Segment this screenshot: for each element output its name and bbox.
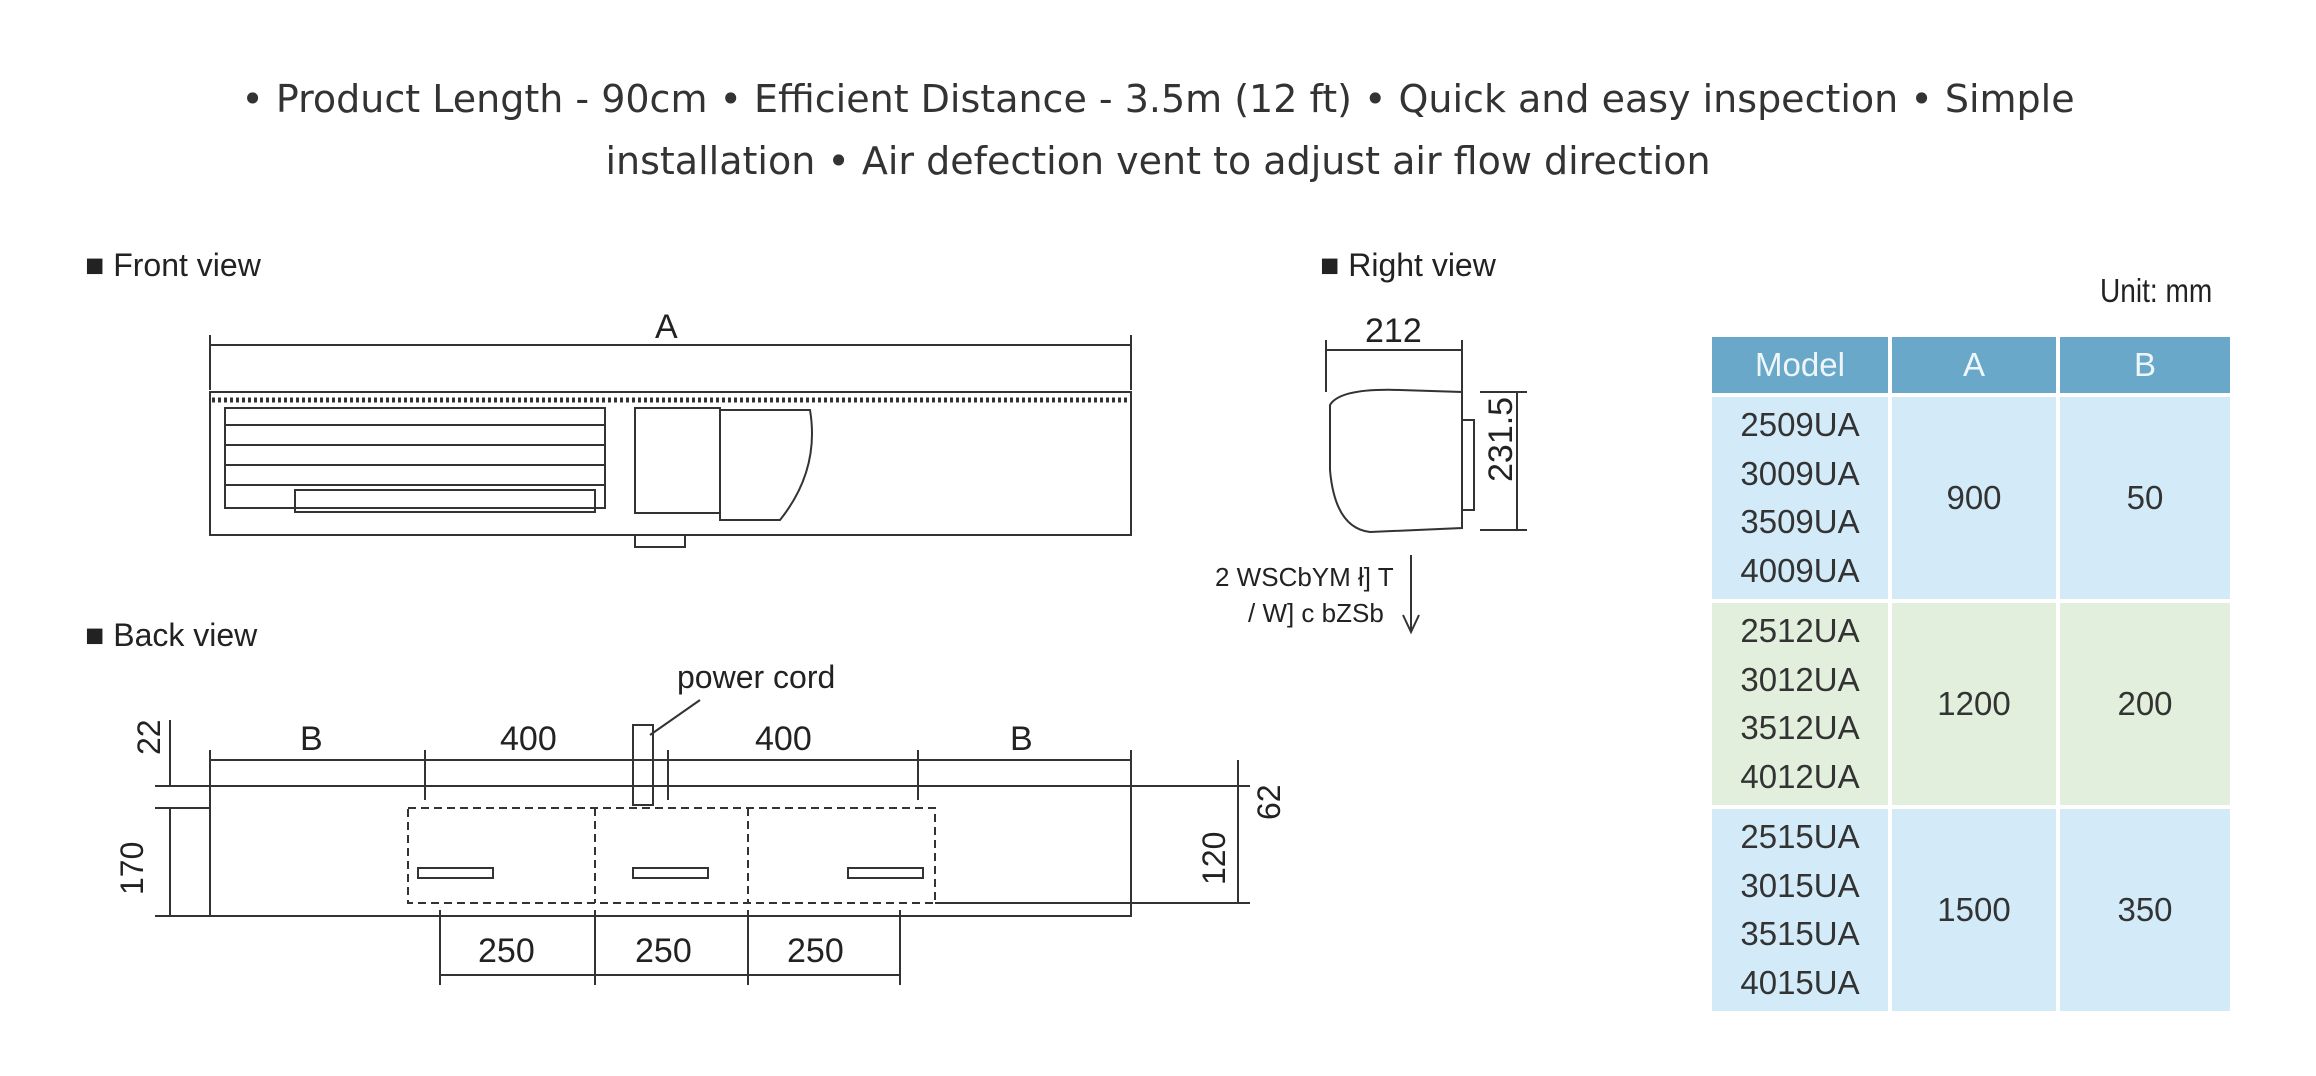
front-grille	[224, 407, 813, 521]
front-view-label: ■ Front view	[85, 247, 262, 283]
power-cord-label: power cord	[677, 659, 835, 695]
model-cell: 3512UA	[1740, 709, 1860, 746]
model-cell: 2509UA	[1740, 406, 1860, 443]
model-cell: 4015UA	[1740, 963, 1860, 1001]
a-cell: 900	[1892, 397, 2056, 599]
power-cord	[632, 724, 654, 806]
header-b: B	[2060, 337, 2230, 393]
dim-231-5-label: 231.5	[1482, 397, 1520, 482]
dim-400-left: 400	[500, 720, 557, 758]
garbled-note-line2: / W] c bZSb	[1248, 598, 1384, 628]
model-cell: 3012UA	[1740, 660, 1860, 698]
table-row: 2509UA 3009UA 3509UA 4009UA 900 50	[1712, 397, 2230, 599]
header-model: Model	[1712, 337, 1888, 393]
model-cell: 2512UA	[1740, 612, 1860, 649]
unit-label: Unit: mm	[2100, 272, 2213, 309]
dim-250-1: 250	[478, 932, 535, 970]
table-row: 2515UA 3015UA 3515UA 4015UA 1500 350	[1712, 809, 2230, 1011]
garbled-note-line1: 2 WSCbYM ł] T	[1215, 562, 1394, 592]
dim-b-left: B	[300, 720, 323, 758]
model-list: 2515UA 3015UA 3515UA 4015UA	[1712, 809, 1888, 1011]
right-view-profile	[1329, 388, 1463, 534]
dim-212-label: 212	[1365, 312, 1422, 350]
model-cell: 3515UA	[1740, 915, 1860, 952]
b-cell: 200	[2060, 603, 2230, 805]
model-dimension-table: Model A B 2509UA 3009UA 3509UA 4009UA 90…	[1708, 333, 2234, 1015]
model-cell: 4009UA	[1740, 551, 1860, 589]
header-a: A	[1892, 337, 2056, 393]
mounting-plate	[407, 807, 936, 904]
model-cell: 3009UA	[1740, 454, 1860, 492]
model-cell: 3015UA	[1740, 866, 1860, 904]
dim-a-label: A	[655, 308, 678, 346]
dim-62-label: 62	[1251, 784, 1287, 820]
table-row: 2512UA 3012UA 3512UA 4012UA 1200 200	[1712, 603, 2230, 805]
dim-b-right: B	[1010, 720, 1033, 758]
model-cell: 4012UA	[1740, 757, 1860, 795]
b-cell: 350	[2060, 809, 2230, 1011]
model-cell: 3509UA	[1740, 503, 1860, 540]
dim-250-2: 250	[635, 932, 692, 970]
back-view-label: ■ Back view	[85, 617, 258, 653]
model-list: 2509UA 3009UA 3509UA 4009UA	[1712, 397, 1888, 599]
b-cell: 50	[2060, 397, 2230, 599]
dim-22-label: 22	[131, 719, 167, 755]
dim-250-3: 250	[787, 932, 844, 970]
model-cell: 2515UA	[1740, 818, 1860, 855]
right-view-label: ■ Right view	[1320, 247, 1497, 283]
dim-120-label: 120	[1196, 832, 1232, 885]
intro-text: • Product Length - 90cm • Efficient Dist…	[241, 77, 2075, 183]
dim-400-right: 400	[755, 720, 812, 758]
a-cell: 1200	[1892, 603, 2056, 805]
dim-170-label: 170	[114, 842, 150, 895]
model-list: 2512UA 3012UA 3512UA 4012UA	[1712, 603, 1888, 805]
back-unit-body	[209, 785, 1132, 917]
a-cell: 1500	[1892, 809, 2056, 1011]
